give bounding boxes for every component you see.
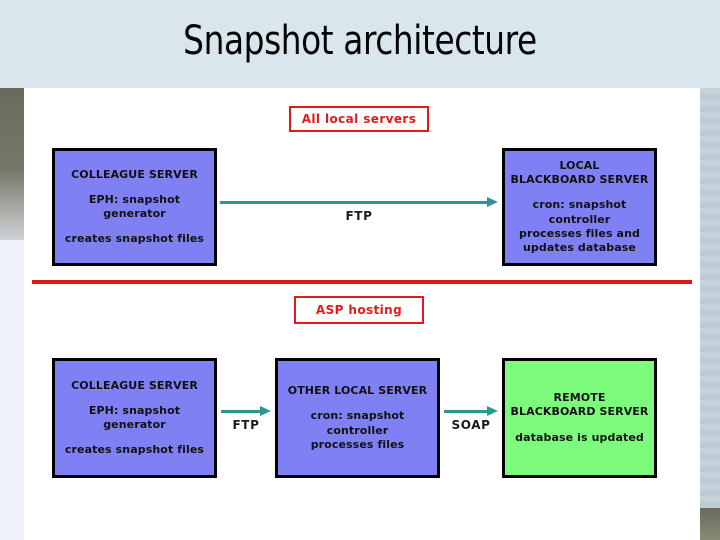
node-detail-line: cron: snapshot [310, 409, 405, 423]
node-detail-line: processes files and [519, 226, 640, 240]
left-edge-light-strip [0, 240, 24, 540]
node-detail-line: creates snapshot files [64, 232, 205, 246]
tag-asp-hosting: ASP hosting [294, 296, 424, 324]
node-detail-line: controller [326, 423, 389, 437]
arrow-label: SOAP [451, 418, 491, 432]
node-detail-line: creates snapshot files [64, 443, 205, 457]
node-title: REMOTE [553, 391, 606, 405]
node-detail-line: EPH: snapshot [88, 403, 181, 417]
node-title: COLLEAGUE SERVER [71, 378, 198, 392]
tag-all-local-servers: All local servers [289, 106, 429, 132]
node-detail-line: processes files [310, 437, 405, 451]
node-title: BLACKBOARD SERVER [510, 405, 649, 419]
node-title: COLLEAGUE SERVER [71, 167, 198, 181]
arrow-line [220, 201, 488, 204]
node-title: OTHER LOCAL SERVER [287, 384, 428, 398]
tag-all-local-servers-label: All local servers [301, 112, 417, 126]
node-title: LOCAL [559, 159, 600, 173]
arrow-head-icon [487, 406, 498, 416]
node-detail-line: updates database [523, 240, 636, 254]
right-edge-texture [700, 88, 720, 508]
node-detail-line: generator [103, 418, 166, 431]
node-detail-line: generator [103, 207, 166, 220]
node-remote-blackboard-server: REMOTE BLACKBOARD SERVER database is upd… [502, 358, 657, 478]
arrow-label: FTP [232, 418, 260, 432]
tag-asp-hosting-label: ASP hosting [315, 303, 403, 317]
node-colleague-server-top: COLLEAGUE SERVER EPH: snapshot generator… [52, 148, 217, 266]
node-other-local-server: OTHER LOCAL SERVER cron: snapshot contro… [275, 358, 440, 478]
arrow-head-icon [487, 197, 498, 207]
diagram-canvas: All local servers COLLEAGUE SERVER EPH: … [24, 88, 700, 540]
arrow-head-icon [260, 406, 271, 416]
node-local-blackboard-server: LOCAL BLACKBOARD SERVER cron: snapshot c… [502, 148, 657, 266]
arrow-line [221, 410, 261, 413]
page-title: Snapshot architecture [183, 18, 537, 64]
section-divider [32, 280, 692, 284]
node-detail-line: controller [548, 212, 611, 226]
arrow-line [444, 410, 488, 413]
node-detail-line: EPH: snapshot [88, 192, 181, 206]
node-title: BLACKBOARD SERVER [510, 173, 649, 187]
node-detail-line: database is updated [515, 430, 644, 444]
arrow-label: FTP [345, 209, 373, 223]
title-band: Snapshot architecture [0, 0, 720, 88]
node-colleague-server-bottom: COLLEAGUE SERVER EPH: snapshot generator… [52, 358, 217, 478]
right-edge-dark-strip [700, 508, 720, 540]
node-detail-line: cron: snapshot [532, 198, 627, 212]
